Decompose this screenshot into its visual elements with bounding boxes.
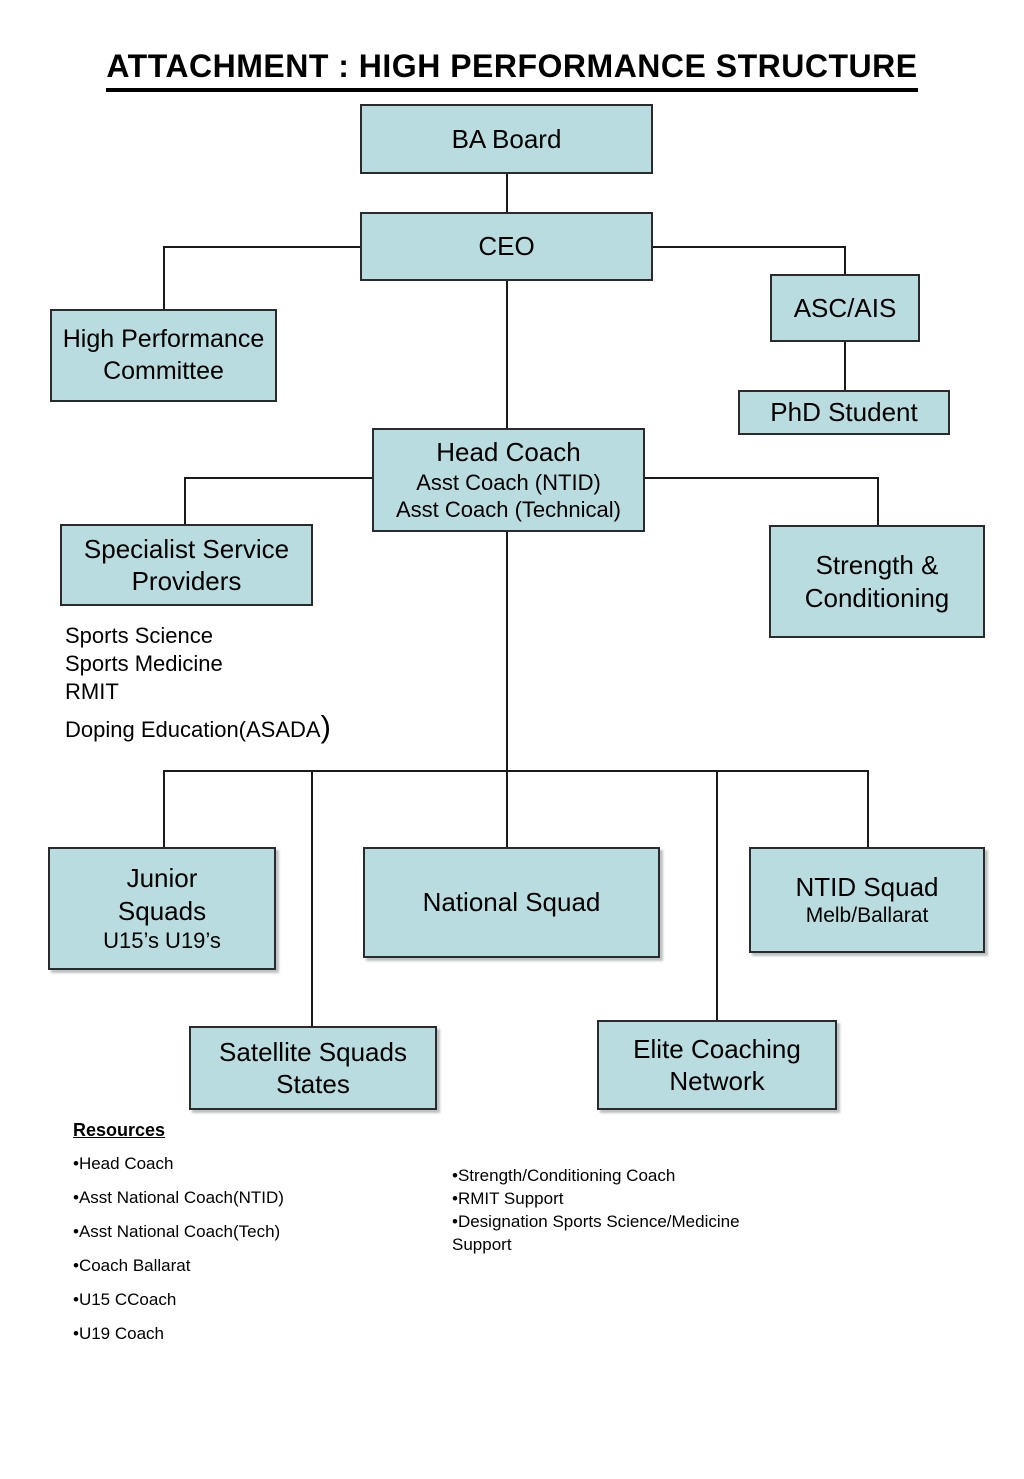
resource-item: U15 CCoach <box>73 1291 284 1309</box>
connector-headcoach-strength-vertical <box>877 477 879 525</box>
connector-headcoach-bus <box>506 532 508 772</box>
node-specialist-line2: Providers <box>131 566 242 596</box>
connector-bus-junior <box>163 770 165 847</box>
node-elite-line2: Network <box>669 1066 765 1096</box>
resource-item: Coach Ballarat <box>73 1257 284 1275</box>
node-junior-line1: Junior <box>126 863 198 894</box>
node-asc-ais: ASC/AIS <box>770 274 920 342</box>
node-satellite-squads: Satellite Squads States <box>189 1026 437 1110</box>
node-junior-squads: Junior Squads U15’s U19’s <box>48 847 276 970</box>
service-item-sports-medicine: Sports Medicine <box>65 651 223 676</box>
node-ceo-label: CEO <box>478 231 535 262</box>
connector-bus-ntid <box>867 770 869 847</box>
node-national-squad: National Squad <box>363 847 660 958</box>
doping-education-paren: ) <box>320 709 331 744</box>
resource-item: U19 Coach <box>73 1325 284 1343</box>
node-asc-ais-label: ASC/AIS <box>793 292 897 323</box>
resources-heading: Resources <box>73 1120 166 1140</box>
node-national-squad-label: National Squad <box>422 887 601 918</box>
node-strength-line2: Conditioning <box>804 582 950 613</box>
resource-item: Head Coach <box>73 1155 284 1173</box>
node-ba-board: BA Board <box>360 104 653 174</box>
node-junior-line3: U15’s U19’s <box>103 928 221 954</box>
node-head-coach-asst-ntid: Asst Coach (NTID) <box>416 469 601 495</box>
doping-education-text: Doping Education(ASADA <box>65 717 321 742</box>
connector-bus-satellite <box>311 770 313 1026</box>
node-junior-line2: Squads <box>117 895 207 926</box>
connector-baboard-ceo <box>506 174 508 214</box>
node-specialist-service-providers: Specialist Service Providers <box>60 524 313 606</box>
connector-bus-elite <box>716 770 718 1020</box>
page-title-text: ATTACHMENT : HIGH PERFORMANCE STRUCTURE <box>106 48 918 92</box>
connector-ceo-headcoach <box>506 281 508 428</box>
node-ceo: CEO <box>360 212 653 281</box>
node-head-coach: Head Coach Asst Coach (NTID) Asst Coach … <box>372 428 645 532</box>
node-strength-conditioning: Strength & Conditioning <box>769 525 985 638</box>
node-head-coach-title: Head Coach <box>436 437 581 468</box>
node-ntid-line2: Melb/Ballarat <box>805 904 929 928</box>
node-ntid-line1: NTID Squad <box>795 871 939 902</box>
connector-headcoach-specialist-vertical <box>184 477 186 524</box>
node-ntid-squad: NTID Squad Melb/Ballarat <box>749 847 985 953</box>
node-specialist-line1: Specialist Service <box>83 533 290 564</box>
connector-asc-phd <box>844 342 846 390</box>
doping-education-line: Doping Education(ASADA) <box>65 711 331 743</box>
node-satellite-line1: Satellite Squads <box>219 1036 407 1067</box>
connector-ceo-asc-horizontal <box>653 246 846 248</box>
resource-item: Asst National Coach(NTID) <box>73 1189 284 1207</box>
specialist-services-list: Sports Science Sports Medicine RMIT <box>65 622 223 706</box>
support-section: Strength/Conditioning Coach RMIT Support… <box>452 1164 782 1256</box>
node-strength-line1: Strength & <box>815 550 939 580</box>
node-phd-student: PhD Student <box>738 390 950 435</box>
resource-item: Asst National Coach(Tech) <box>73 1223 284 1241</box>
connector-bus-national <box>506 770 508 847</box>
node-ba-board-label: BA Board <box>451 123 562 154</box>
support-item: Designation Sports Science/Medicine Supp… <box>452 1210 782 1256</box>
node-elite-line1: Elite Coaching <box>633 1033 801 1064</box>
connector-ceo-asc-vertical <box>844 246 846 274</box>
node-high-performance-committee: High Performance Committee <box>50 309 277 402</box>
resources-section: Resources Head Coach Asst National Coach… <box>73 1120 284 1359</box>
service-item-rmit: RMIT <box>65 679 119 704</box>
node-satellite-line2: States <box>276 1069 350 1099</box>
node-head-coach-asst-technical: Asst Coach (Technical) <box>396 497 621 523</box>
page-title: ATTACHMENT : HIGH PERFORMANCE STRUCTURE <box>0 48 1024 92</box>
connector-headcoach-strength-horizontal <box>645 477 879 479</box>
support-item: RMIT Support <box>452 1187 782 1210</box>
connector-headcoach-specialist-horizontal <box>184 477 372 479</box>
support-item: Strength/Conditioning Coach <box>452 1164 782 1187</box>
node-phd-student-label: PhD Student <box>770 397 918 428</box>
connector-ceo-hpc-vertical <box>163 246 165 309</box>
node-hpc-label: High Performance Committee <box>62 325 265 385</box>
connector-bus-horizontal <box>163 770 869 772</box>
connector-ceo-hpc-horizontal <box>163 246 360 248</box>
node-elite-coaching-network: Elite Coaching Network <box>597 1020 837 1110</box>
service-item-sports-science: Sports Science <box>65 623 213 648</box>
